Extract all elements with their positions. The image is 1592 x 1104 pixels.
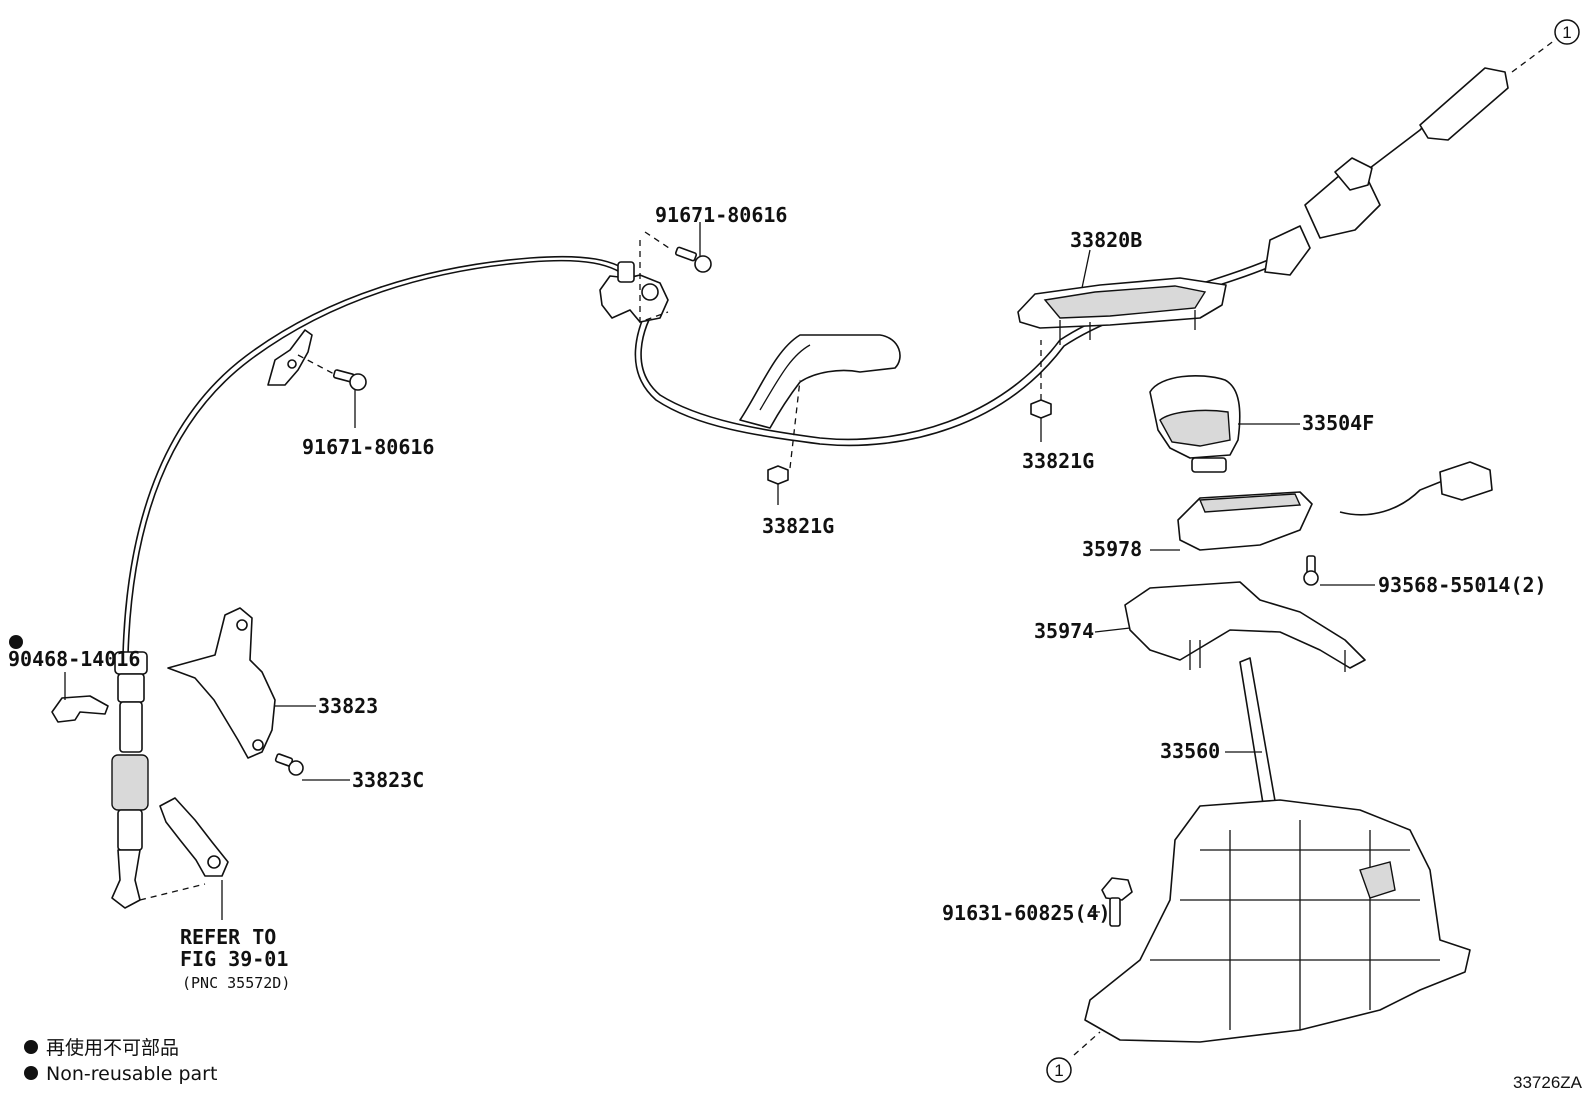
legend-en: Non-reusable part	[46, 1063, 217, 1085]
grommet-33820b	[1017, 277, 1227, 345]
nut-33821g-b	[1030, 399, 1052, 419]
label-33504f: 33504F	[1302, 411, 1374, 435]
cable-bracket-top	[599, 261, 669, 323]
label-33820b: 33820B	[1070, 228, 1142, 252]
leader-35974	[1094, 627, 1131, 633]
legend-ja: 再使用不可部品	[46, 1037, 179, 1059]
label-35978: 35978	[1082, 537, 1142, 561]
legend-bullet-ja	[24, 1040, 38, 1054]
label-33821g-b: 33821G	[1022, 449, 1094, 473]
shift-lever-33560	[1084, 657, 1471, 1043]
cable-lower-end	[111, 651, 149, 909]
shift-cable-inner	[122, 255, 637, 656]
dash-91671-top	[639, 231, 673, 323]
housing-35974	[1124, 581, 1366, 672]
label-33560: 33560	[1160, 739, 1220, 763]
label-91671-left: 91671-80616	[302, 435, 434, 459]
shift-cable	[127, 259, 633, 656]
refer-line1: REFER TO	[180, 925, 276, 949]
label-35974: 35974	[1034, 619, 1094, 643]
callout-1-bottom: 1	[1046, 1057, 1072, 1083]
bolt-33823c	[274, 753, 304, 776]
dash-callout-top	[1511, 39, 1556, 73]
legend-bullet-en	[24, 1066, 38, 1080]
refer-line2: FIG 39-01	[180, 947, 288, 971]
label-90468: 90468-14016	[8, 647, 140, 671]
label-91671-top: 91671-80616	[655, 203, 787, 227]
lever-35572d	[159, 797, 229, 877]
label-91631: 91631-60825(4)	[942, 901, 1111, 925]
dash-refer	[139, 883, 206, 901]
shift-knob-33504f	[1149, 375, 1241, 473]
cable-end-fitting	[1264, 67, 1509, 276]
clip-90468	[51, 695, 109, 723]
indicator-35978	[1177, 461, 1493, 551]
svg-text:1: 1	[1562, 23, 1571, 42]
refer-line3: (PNC 35572D)	[182, 974, 290, 992]
bracket-33823	[167, 607, 276, 759]
bolt-91671-top	[674, 246, 712, 273]
label-33823: 33823	[318, 694, 378, 718]
svg-text:1: 1	[1054, 1061, 1063, 1080]
callout-1-top: 1	[1554, 19, 1580, 45]
dash-91671-left	[297, 354, 337, 376]
bolt-91631	[1101, 877, 1133, 927]
cable-bracket-left	[267, 329, 313, 386]
nut-33821g-a	[767, 465, 789, 485]
non-reusable-marker	[9, 635, 23, 649]
label-93568: 93568-55014(2)	[1378, 573, 1547, 597]
figure-id: 33726ZA	[1513, 1073, 1583, 1092]
screw-93568	[1303, 555, 1319, 586]
label-33823c: 33823C	[352, 768, 424, 792]
label-33821g-a: 33821G	[762, 514, 834, 538]
dash-33821g-a	[789, 379, 801, 469]
leader-33820b	[1081, 249, 1091, 289]
bolt-91671-left	[332, 369, 367, 391]
dash-callout-bottom	[1073, 1031, 1101, 1056]
cable-support-bracket	[739, 334, 901, 429]
